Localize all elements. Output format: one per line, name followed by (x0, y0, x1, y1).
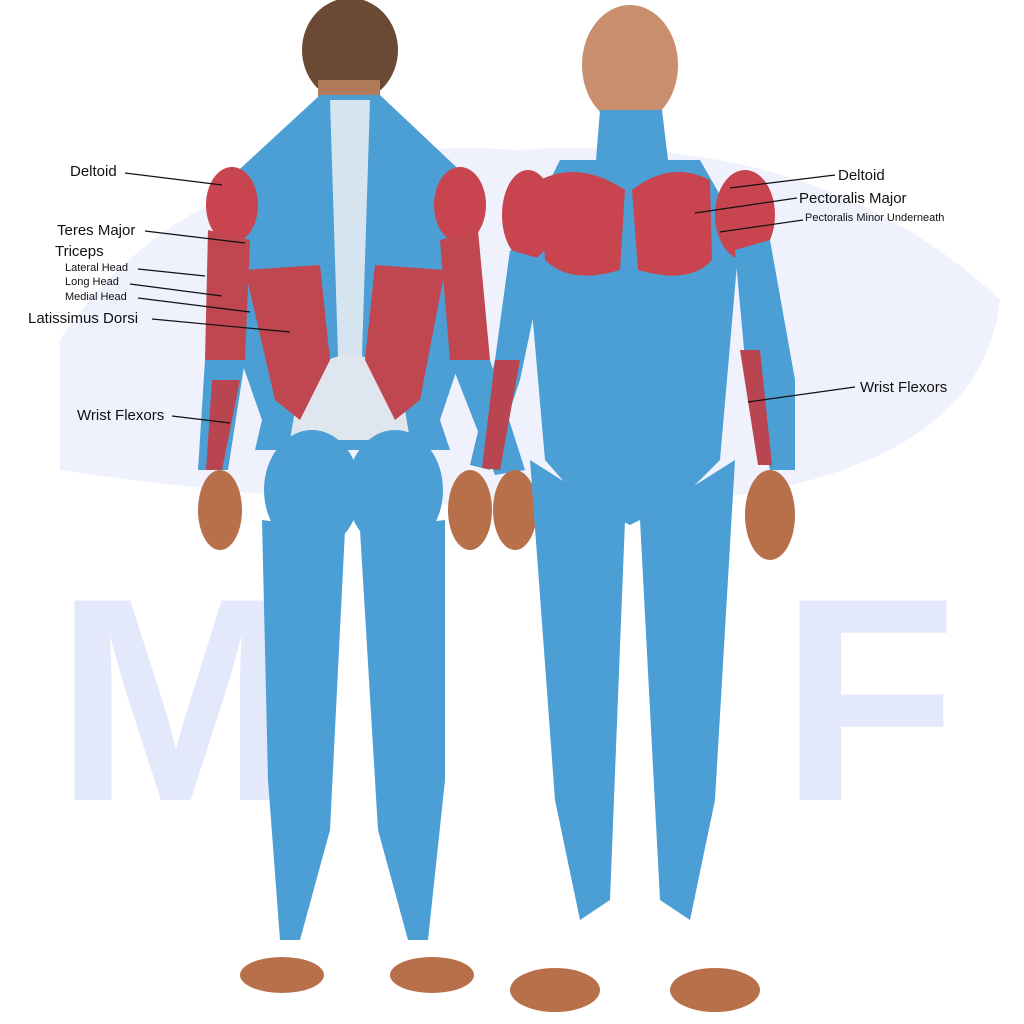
leader-line-wrist-flexors-front (747, 386, 856, 403)
leader-line-pectoralis-minor (719, 219, 804, 233)
leader-line-pectoralis-major (694, 197, 798, 214)
label-long-head: Long Head (65, 276, 119, 288)
posterior-figure (198, 0, 537, 993)
deltoid-back-right (434, 167, 486, 243)
label-deltoid-back: Deltoid (70, 163, 117, 180)
leader-line-wrist-flexors-back (171, 415, 231, 424)
label-latissimus-dorsi: Latissimus Dorsi (28, 310, 139, 327)
label-deltoid-front: Deltoid (838, 167, 885, 184)
leader-line-lateral-head (137, 268, 206, 277)
deltoid-front-right (715, 170, 775, 260)
pectoralis-major-right (632, 172, 712, 276)
hand-front-right (745, 470, 795, 560)
label-triceps: Triceps (55, 243, 104, 260)
hand-back-left (198, 470, 242, 550)
label-pectoralis-minor: Pectoralis Minor Underneath (805, 212, 945, 224)
anterior-figure (448, 5, 795, 1012)
head-back (302, 0, 398, 102)
leader-line-deltoid-back (124, 172, 223, 186)
deltoid-back-left (206, 167, 258, 243)
svg-text:M: M (55, 538, 297, 862)
leader-lines (124, 172, 856, 424)
svg-text:F: F (780, 538, 957, 862)
leader-line-long-head (129, 283, 223, 297)
latissimus-dorsi-left (245, 265, 330, 420)
head-front (582, 5, 678, 125)
hand-back-right (493, 470, 537, 550)
leader-line-medial-head (137, 297, 251, 313)
latissimus-dorsi-right (365, 265, 445, 420)
label-wrist-flexors-back: Wrist Flexors (77, 407, 165, 424)
deltoid-front-left (502, 170, 554, 260)
label-pectoralis-major: Pectoralis Major (799, 190, 907, 207)
label-wrist-flexors-front: Wrist Flexors (860, 379, 948, 396)
hand-front-left (448, 470, 492, 550)
label-teres-major: Teres Major (57, 222, 136, 239)
triceps-right (440, 230, 490, 360)
label-lateral-head: Lateral Head (65, 262, 128, 274)
leader-line-latissimus-dorsi (151, 318, 291, 333)
leader-line-deltoid-front (729, 174, 836, 189)
leader-line-teres-major (144, 230, 246, 244)
label-medial-head: Medial Head (65, 291, 127, 303)
pectoralis-major-left (540, 172, 625, 276)
